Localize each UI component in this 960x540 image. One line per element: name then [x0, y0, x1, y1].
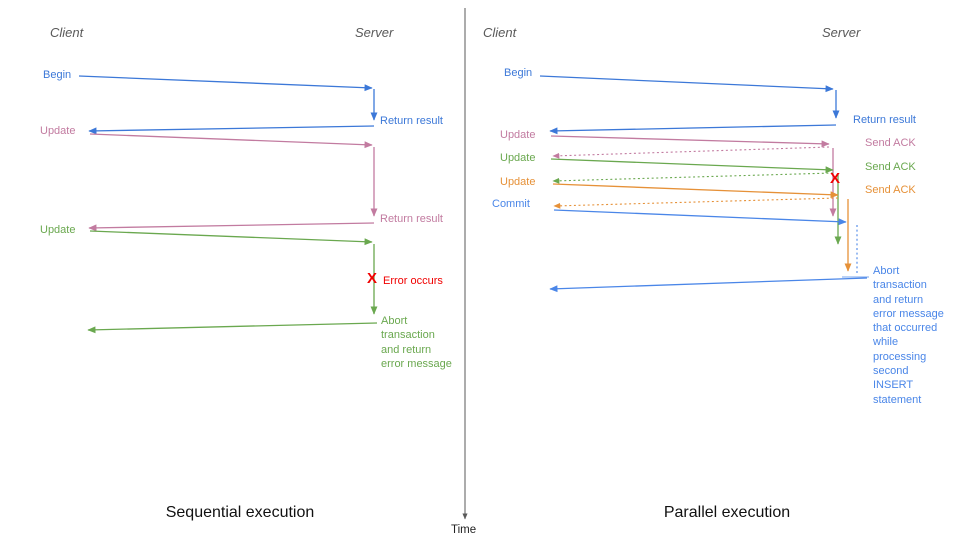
left-return-result-1: Return result	[380, 115, 443, 127]
right-update3-flow	[552, 183, 852, 272]
right-send-ack-3-label: Send ACK	[865, 184, 916, 196]
right-update-2-label: Update	[500, 152, 536, 164]
left-abort-message: Abort transaction and return error messa…	[381, 315, 452, 370]
left-server-header: Server	[355, 25, 394, 40]
left-update2-flow	[87, 230, 378, 334]
left-update1-flow	[88, 133, 378, 232]
right-update-3-label: Update	[500, 176, 536, 188]
right-panel-title: Parallel execution	[663, 504, 791, 521]
right-commit-label: Commit	[492, 198, 530, 210]
right-update2-flow	[550, 158, 842, 245]
right-update1-flow	[550, 135, 837, 217]
right-begin-label: Begin	[504, 67, 533, 79]
left-client-header: Client	[50, 25, 84, 40]
right-server-header: Server	[822, 25, 861, 40]
left-update-1-label: Update	[40, 125, 76, 137]
left-update-2-label: Update	[40, 224, 76, 236]
right-abort-message: Abort transaction and return error messa…	[873, 265, 944, 406]
left-panel-title: Sequential execution	[165, 504, 315, 521]
left-begin-flow	[78, 75, 378, 135]
right-send-ack-2-label: Send ACK	[865, 161, 916, 173]
left-return-result-2: Return result	[380, 213, 443, 225]
right-return-result: Return result	[853, 114, 916, 126]
right-send-ack-1-label: Send ACK	[865, 137, 916, 149]
right-error-x-icon: X	[830, 170, 841, 187]
left-error-x-icon: X	[367, 270, 378, 287]
time-axis-label: Time	[451, 524, 477, 536]
right-begin-flow	[539, 75, 840, 135]
left-error-occurs-label: Error occurs	[383, 275, 443, 287]
right-client-header: Client	[483, 25, 517, 40]
left-begin-label: Begin	[43, 69, 72, 81]
right-commit-flow	[549, 209, 869, 293]
right-update-1-label: Update	[500, 129, 536, 141]
